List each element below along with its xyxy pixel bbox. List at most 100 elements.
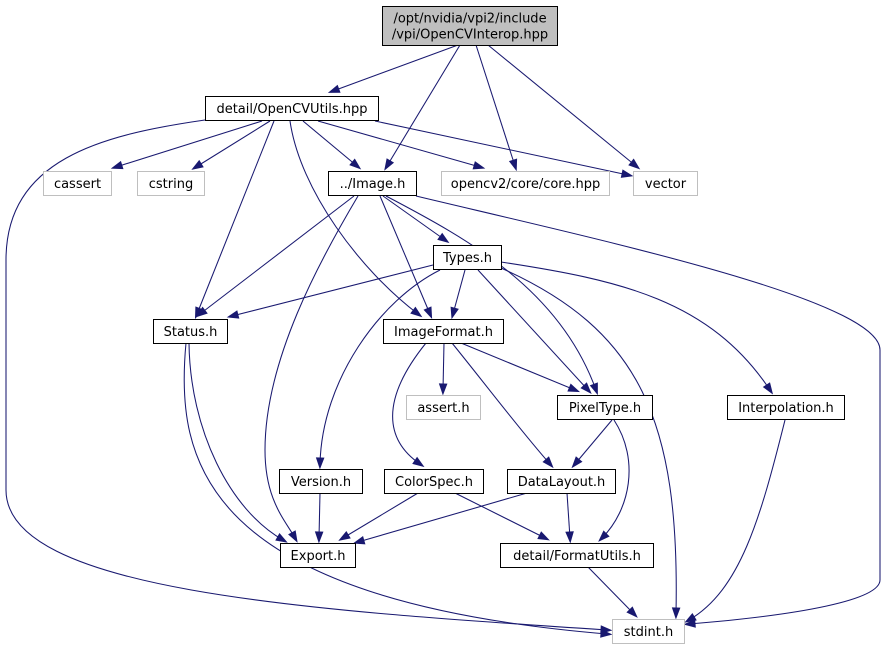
node-label: Interpolation.h — [738, 401, 834, 416]
node-label: Export.h — [291, 549, 346, 564]
edge-line — [477, 269, 589, 391]
node-label: PixelType.h — [569, 401, 641, 416]
node-box — [383, 319, 504, 344]
node-box — [382, 6, 558, 46]
node-root[interactable]: /opt/nvidia/vpi2/include/vpi/OpenCVInter… — [382, 6, 558, 46]
node-box — [557, 395, 653, 420]
edge-colorspec-to-export — [338, 492, 419, 541]
node-label: opencv2/core/core.hpp — [451, 177, 601, 192]
arrowhead — [275, 533, 288, 543]
arrowhead — [762, 382, 774, 395]
edge-line — [587, 566, 635, 615]
node-stdint: stdint.h — [612, 619, 685, 644]
edge-image-to-stdint — [415, 195, 881, 628]
edge-line — [475, 44, 516, 167]
arrowhead — [226, 310, 240, 319]
arrowhead — [450, 306, 459, 320]
node-label: ColorSpec.h — [395, 475, 473, 490]
node-version[interactable]: Version.h — [279, 469, 363, 494]
node-box — [441, 171, 610, 196]
node-image[interactable]: ../Image.h — [328, 171, 417, 196]
node-label: ../Image.h — [340, 177, 406, 192]
arrowhead — [315, 457, 325, 470]
edge-line — [342, 492, 419, 539]
node-box — [43, 171, 112, 196]
edge-line — [199, 195, 355, 315]
node-colorspec[interactable]: ColorSpec.h — [384, 469, 484, 494]
edge-ocvutils-to-cassert — [110, 120, 263, 170]
edge-line — [392, 342, 427, 465]
edge-root-to-vector — [487, 44, 641, 170]
edge-line — [460, 342, 576, 391]
node-box — [507, 469, 616, 494]
edge-line — [318, 492, 321, 539]
edge-line — [332, 44, 459, 92]
arrowhead — [567, 383, 581, 393]
edges-layer — [5, 44, 881, 638]
node-interp[interactable]: Interpolation.h — [727, 395, 845, 420]
node-opencv: opencv2/core/core.hpp — [441, 171, 610, 196]
arrowhead — [195, 306, 208, 318]
node-formatutils[interactable]: detail/FormatUtils.h — [500, 543, 654, 568]
edge-line — [5, 119, 608, 631]
edge-image-to-types — [382, 195, 450, 244]
edge-line — [231, 264, 434, 317]
edge-imageformat-to-pixeltype — [460, 342, 581, 393]
node-export[interactable]: Export.h — [280, 543, 356, 568]
edge-root-to-opencv — [475, 44, 518, 172]
edge-line — [601, 419, 630, 539]
node-box — [633, 171, 698, 196]
node-datalayout[interactable]: DataLayout.h — [507, 469, 616, 494]
node-label: cstring — [149, 177, 193, 192]
node-label: ImageFormat.h — [394, 325, 493, 340]
arrowhead — [410, 306, 423, 318]
edge-root-to-ocvutils — [327, 44, 459, 93]
edge-root-to-image — [384, 44, 461, 171]
arrowhead — [580, 382, 592, 395]
edge-pixeltype-to-datalayout — [571, 419, 613, 469]
node-ocvutils[interactable]: detail/OpenCVUtils.hpp — [205, 96, 379, 121]
arrowhead — [565, 531, 574, 544]
edge-datalayout-to-formatutils — [565, 492, 574, 544]
edge-types-to-imageformat — [450, 269, 466, 320]
edge-types-to-pixeltype — [477, 269, 592, 395]
edge-line — [386, 44, 461, 167]
node-status[interactable]: Status.h — [153, 319, 228, 344]
edge-line — [382, 195, 446, 241]
node-types[interactable]: Types.h — [433, 245, 502, 270]
arrowhead — [537, 531, 550, 541]
arrowhead — [384, 158, 395, 171]
edge-line — [264, 195, 359, 539]
edge-line — [574, 419, 613, 465]
edge-line — [415, 195, 881, 625]
edge-ocvutils-to-vector — [374, 120, 634, 178]
node-label: /opt/nvidia/vpi2/include — [393, 12, 546, 27]
edge-line — [196, 120, 275, 315]
edge-line — [451, 342, 551, 465]
edge-line — [188, 342, 284, 541]
edge-line — [115, 120, 263, 168]
edge-line — [452, 269, 466, 315]
edge-line — [302, 120, 358, 167]
arrowhead — [628, 158, 641, 170]
edge-ocvutils-to-opencv — [317, 120, 486, 170]
edge-types-to-version — [315, 269, 441, 470]
edge-imageformat-to-assert — [438, 342, 448, 396]
node-box — [328, 171, 417, 196]
edge-line — [566, 492, 571, 539]
edge-types-to-stdint — [500, 267, 681, 620]
arrowhead — [571, 456, 583, 469]
arrowhead — [508, 158, 518, 172]
edge-image-to-export — [264, 195, 359, 543]
node-box — [433, 245, 502, 270]
node-box — [612, 619, 685, 644]
edge-line — [385, 195, 597, 391]
node-imageformat[interactable]: ImageFormat.h — [383, 319, 504, 344]
edge-ocvutils-to-status — [194, 120, 275, 320]
arrowhead — [110, 160, 124, 170]
node-pixeltype[interactable]: PixelType.h — [557, 395, 653, 420]
edge-pixeltype-to-formatutils — [598, 419, 630, 542]
edge-datalayout-to-export — [352, 492, 528, 545]
edge-types-to-status — [226, 264, 434, 319]
node-label: stdint.h — [624, 625, 673, 640]
